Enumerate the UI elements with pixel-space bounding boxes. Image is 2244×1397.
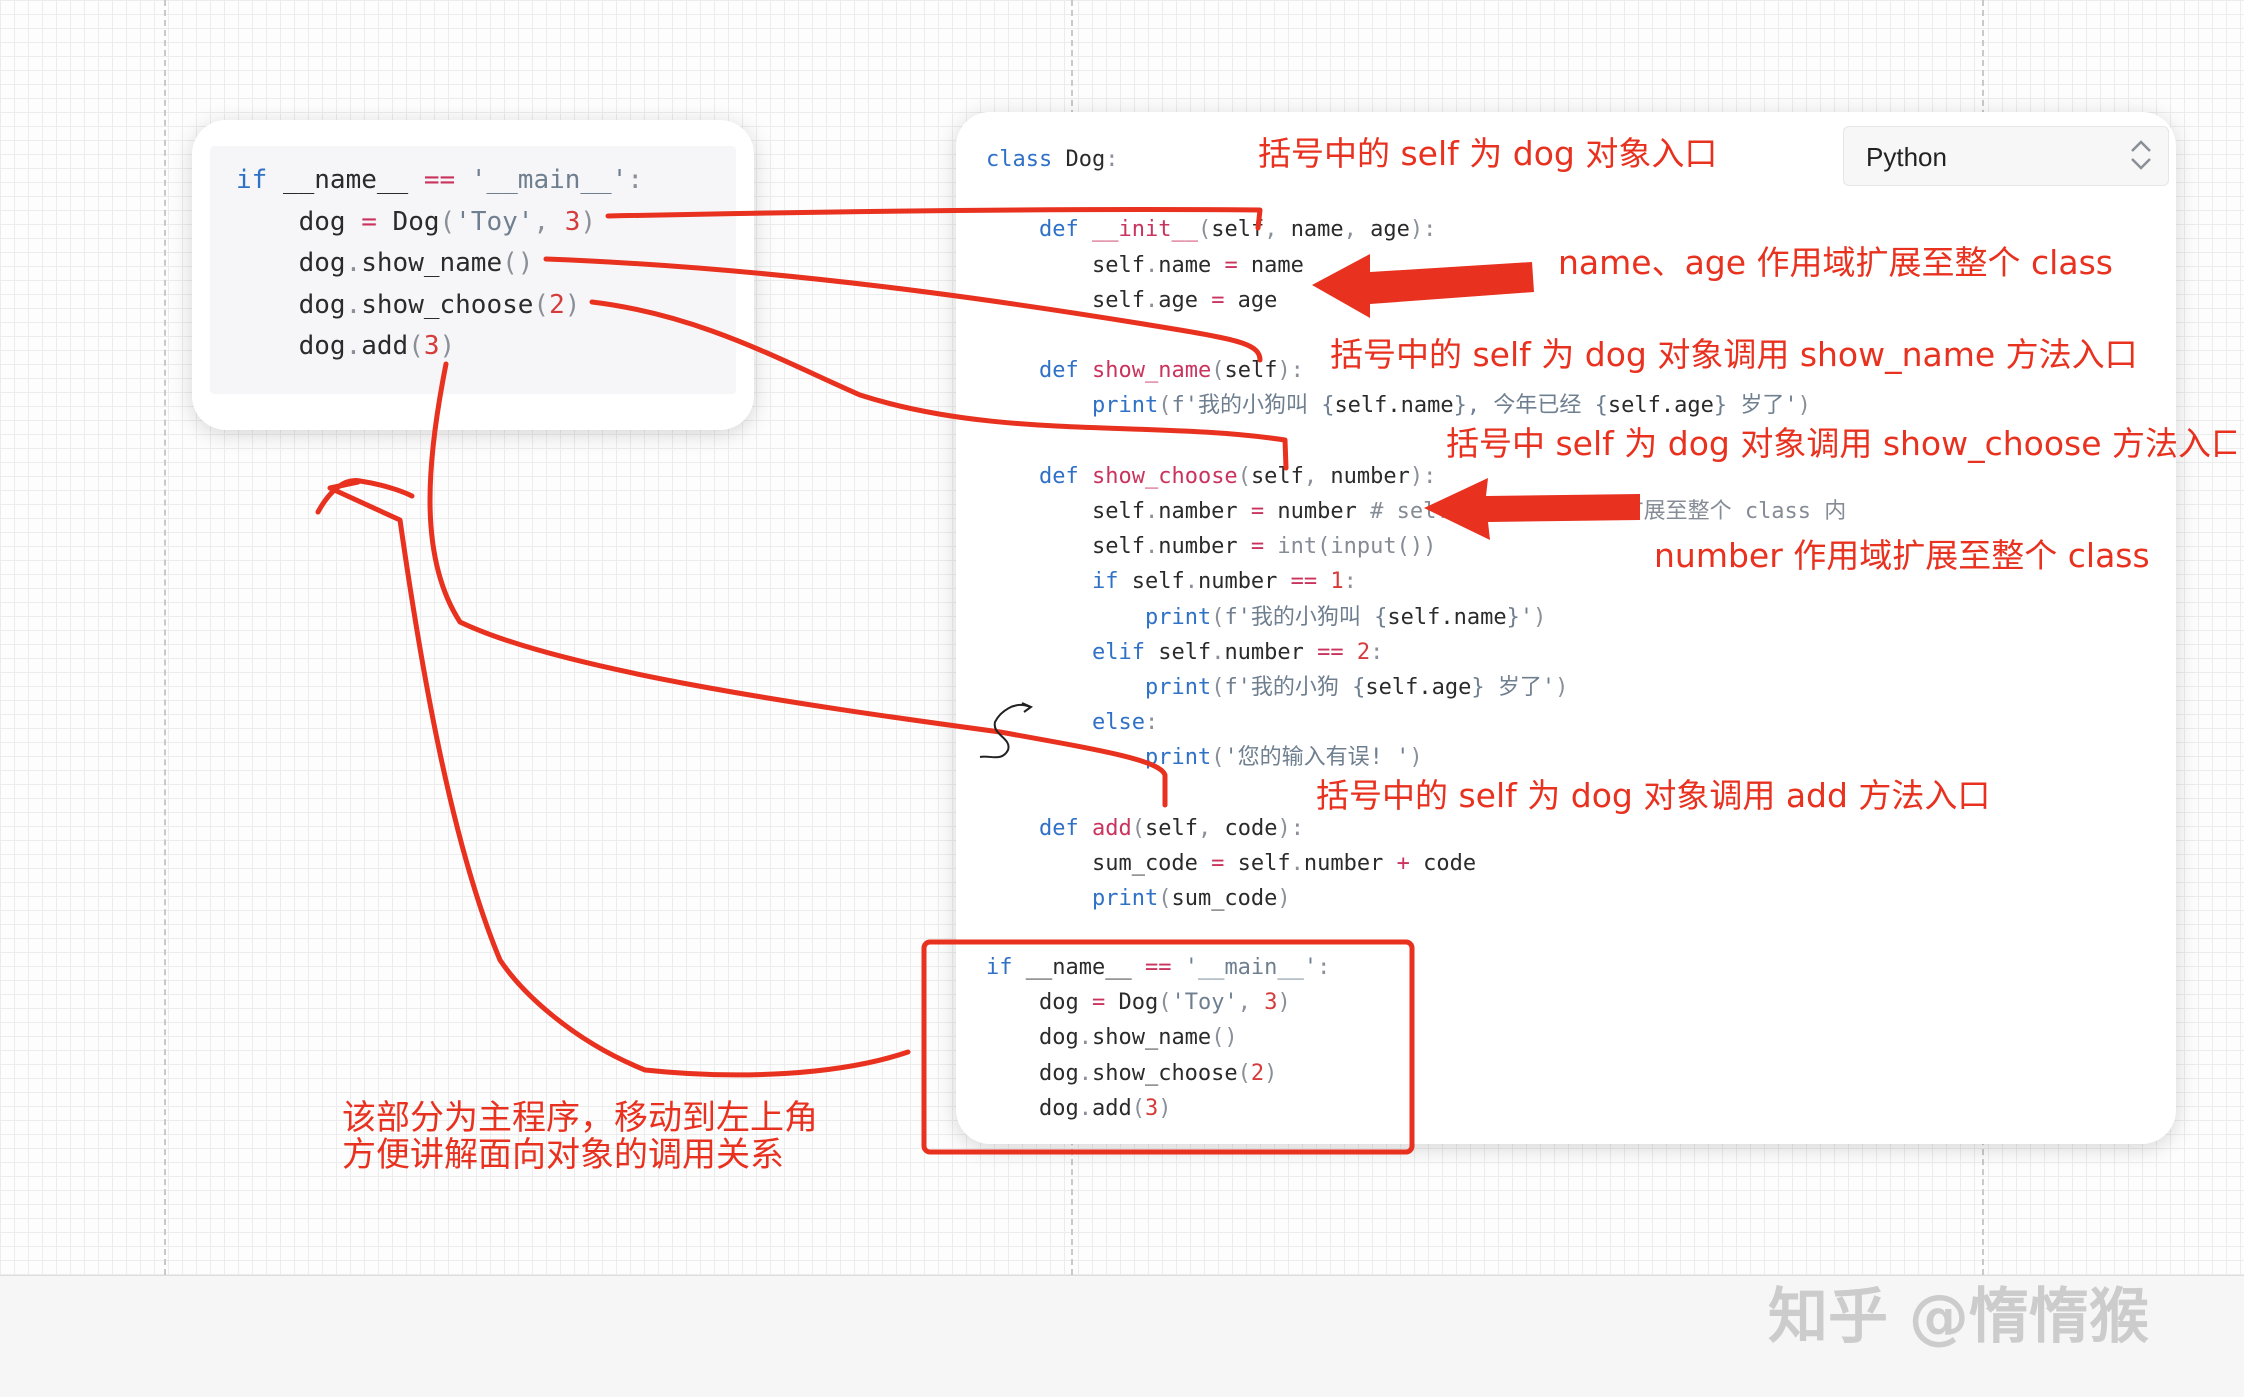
annotation-add-entry: 括号中的 self 为 dog 对象调用 add 方法入口: [1316, 776, 1991, 815]
code-line: dog = Dog('Toy', 3): [236, 206, 597, 237]
code-line: print('您的输入有误! '): [1144, 745, 1423, 771]
arrow-show-name-entry: [543, 256, 1263, 363]
code-line: dog.add(3): [986, 1095, 1172, 1121]
main-program-card[interactable]: [192, 120, 754, 430]
code-line: def __init__(self, name, age):: [1038, 217, 1437, 243]
code-line: elif self.number == 2:: [1091, 639, 1384, 665]
highlight-main-block: [921, 939, 1415, 1155]
code-line: if self.number == 1:: [1091, 569, 1357, 595]
arrow-number-scope: [1424, 478, 1640, 540]
code-line: def show_choose(self, number):: [1038, 463, 1437, 489]
code-line: print(sum_code): [1091, 886, 1291, 912]
bottom-main-code: if __name__ == '__main__': dog = Dog('To…: [986, 950, 1330, 1126]
code-line: def add(self, code):: [1038, 815, 1304, 841]
language-select[interactable]: Python: [1843, 126, 2169, 186]
annotation-scope-name-age: name、age 作用域扩展至整个 class: [1558, 243, 2113, 282]
code-line: dog = Dog('Toy', 3): [986, 990, 1291, 1016]
note-line: 方便讲解面向对象的调用关系: [342, 1135, 784, 1175]
code-line: class Dog:: [986, 147, 1119, 172]
code-line: if __name__ == '__main__':: [986, 955, 1331, 980]
class-code-card[interactable]: [956, 112, 2176, 1144]
note-line: 该部分为主程序，移动到左上角: [342, 1098, 818, 1138]
code-background: [210, 146, 736, 394]
watermark: 知乎 @惰惰猴: [1768, 1282, 2149, 1352]
annotation-show-choose-entry: 括号中 self 为 dog 对象调用 show_choose 方法入口: [1446, 424, 2236, 463]
code-line: dog.show_choose(2): [986, 1060, 1278, 1086]
code-line: self.number = int(input()): [986, 534, 1437, 560]
guide-line: [164, 0, 166, 1275]
scribble-mark: [979, 703, 1031, 759]
arrow-main-moved: [327, 479, 911, 1078]
code-line: sum_code = self.number + code: [986, 851, 1477, 877]
code-line: dog.show_name(): [986, 1025, 1238, 1051]
code-line: print(f'我的小狗叫 {self.name}, 今年已经 {self.ag…: [1091, 393, 1811, 419]
code-line: dog.show_name(): [236, 248, 534, 278]
language-select-value: Python: [1866, 142, 1947, 172]
arrow-init-entry: [605, 206, 1263, 231]
annotation-main-note: 该部分为主程序，移动到左上角 方便讲解面向对象的调用关系: [342, 1100, 818, 1174]
arrow-add-entry: [427, 361, 1168, 808]
bottom-bar: [0, 1275, 2244, 1397]
code-line: if __name__ == '__main__':: [236, 165, 644, 195]
scribble-mark-head: [1021, 702, 1034, 713]
code-line: self.name = name: [986, 252, 1304, 278]
annotation-show-name-entry: 括号中的 self 为 dog 对象调用 show_name 方法入口: [1330, 335, 2138, 374]
arrow-show-choose-entry: [589, 299, 1289, 471]
code-line: dog.show_choose(2): [236, 289, 581, 320]
code-line: print(f'我的小狗叫 {self.name}'): [1144, 604, 1547, 630]
code-line: print(f'我的小狗 {self.age} 岁了'): [1144, 675, 1569, 701]
main-program-code: if __name__ == '__main__': dog = Dog('To…: [236, 160, 643, 368]
arrow-name-age-scope: [1312, 254, 1534, 318]
code-line: dog.add(3): [236, 331, 456, 361]
annotation-scope-number: number 作用域扩展至整个 class: [1654, 536, 2150, 575]
code-line: else:: [1091, 710, 1159, 736]
chevron-updown-icon: [2131, 140, 2151, 170]
code-line: def show_name(self):: [1038, 358, 1304, 384]
arrow-main-moved-head: [315, 478, 415, 515]
code-line: self.age = age: [986, 287, 1278, 313]
annotation-init-entry: 括号中的 self 为 dog 对象入口: [1258, 134, 1718, 173]
